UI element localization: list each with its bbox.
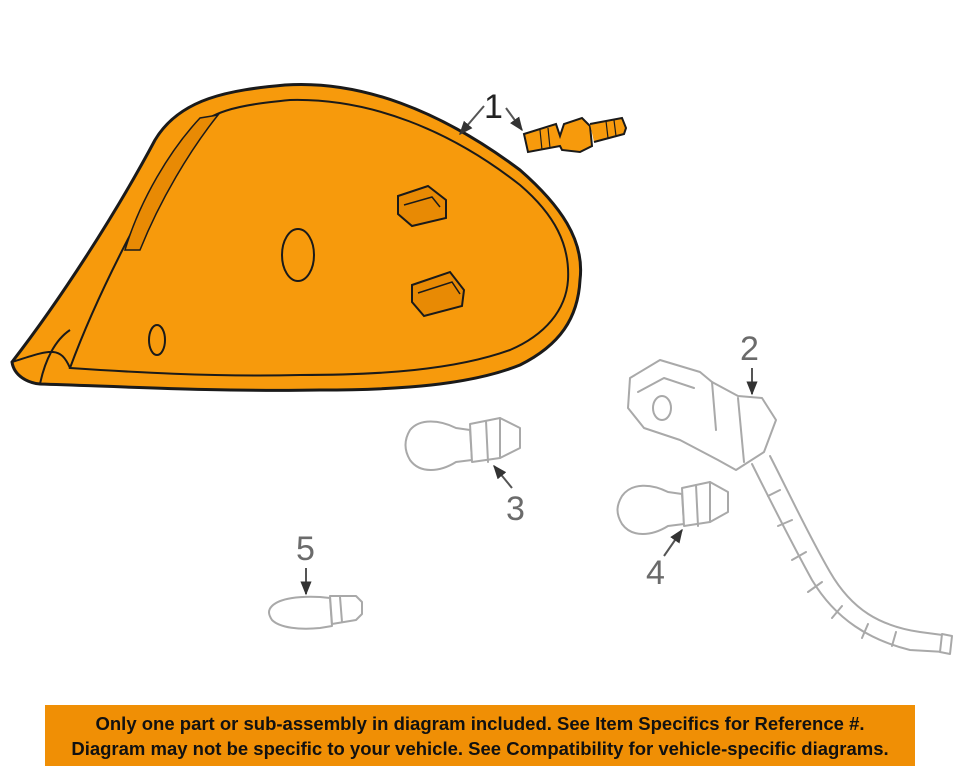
parts-diagram: 1 2 3 4 5 xyxy=(10,82,953,655)
leader-4 xyxy=(663,528,683,557)
leader-3 xyxy=(493,464,513,489)
tail-lamp-side-line xyxy=(123,113,220,251)
disclaimer-banner: Only one part or sub-assembly in diagram… xyxy=(45,705,915,766)
callout-4: 4 xyxy=(646,554,665,592)
callout-3: 3 xyxy=(506,490,525,528)
tail-lamp-flange xyxy=(11,329,71,385)
leader-1b xyxy=(505,107,523,132)
tail-lamp-assembly xyxy=(10,82,583,392)
bulb-3 xyxy=(404,417,521,471)
callout-2: 2 xyxy=(740,330,759,368)
bulb-5 xyxy=(268,595,363,630)
lamp-hole-large xyxy=(281,228,315,282)
leader-1a xyxy=(459,105,485,136)
socket-wire-harness xyxy=(627,359,953,655)
lamp-mount-tab-lower xyxy=(411,270,466,318)
disclaimer-line-2: Diagram may not be specific to your vehi… xyxy=(71,738,889,759)
disclaimer-line-1: Only one part or sub-assembly in diagram… xyxy=(95,713,865,734)
bulb-4 xyxy=(616,481,729,535)
callout-1: 1 xyxy=(484,88,503,126)
callout-5: 5 xyxy=(296,530,315,568)
lamp-stud-fastener xyxy=(522,116,628,154)
lamp-hole-small xyxy=(148,324,166,356)
lamp-mount-tab-upper xyxy=(397,184,447,228)
